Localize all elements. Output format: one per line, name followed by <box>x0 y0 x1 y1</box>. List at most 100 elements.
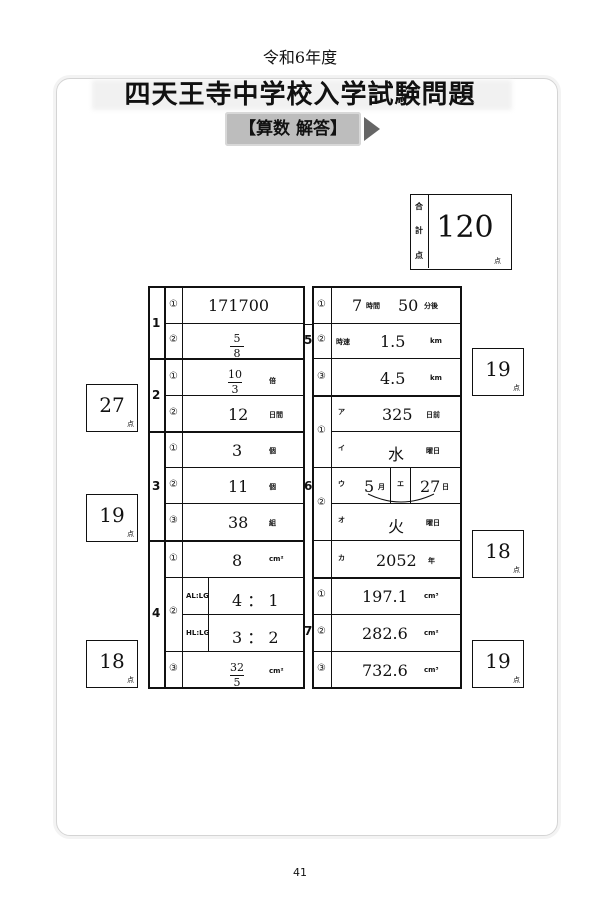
total-score-label: 合 計 点 <box>410 194 429 268</box>
answer-4-1: 8 <box>232 551 243 570</box>
total-label-char: 合 <box>415 201 423 211</box>
unit: cm³ <box>424 666 439 674</box>
numerator: 5 <box>233 332 241 345</box>
sub-number: ① <box>317 589 326 600</box>
question-number: 5 <box>304 333 313 347</box>
unit: 分後 <box>424 302 438 310</box>
denominator: 5 <box>233 676 241 689</box>
unit: km <box>430 337 442 345</box>
score-unit: 点 <box>513 384 520 392</box>
page-number: 41 <box>293 866 307 879</box>
score-unit: 点 <box>513 566 520 574</box>
unit: cm² <box>269 555 284 563</box>
sub-number: ③ <box>317 371 326 382</box>
unit: 個 <box>269 483 276 491</box>
unit: 日前 <box>426 411 440 419</box>
sub-number: ① <box>169 553 178 564</box>
answer-6-u: 5 <box>364 477 375 496</box>
unit: 年 <box>428 557 435 565</box>
answer-4-2-hl-lg: 3 ： 2 <box>232 628 279 647</box>
score-box-q1-2: 27 点 <box>86 384 138 432</box>
sub-label: エ <box>397 480 404 488</box>
answer-6-o: 火 <box>388 517 405 536</box>
score-box-q6: 18 点 <box>472 530 524 578</box>
page-frame <box>56 78 558 836</box>
sub-number: ③ <box>169 515 178 526</box>
score-value: 19 <box>99 503 125 527</box>
unit: km <box>430 374 442 382</box>
exam-year: 令和6年度 <box>262 48 338 67</box>
ratio-label: HL:LG <box>186 629 210 637</box>
answer-1-1: 171700 <box>208 296 270 315</box>
answer-7-2: 282.6 <box>362 624 408 643</box>
answer-4-2-al-lg: 4 ： 1 <box>232 591 279 610</box>
answer-5-1-minutes: 50 <box>398 296 419 315</box>
speed-label: 時速 <box>336 338 350 346</box>
score-box-q7: 19 点 <box>472 640 524 688</box>
score-value: 18 <box>485 539 511 563</box>
total-label-char: 点 <box>415 251 423 261</box>
total-score-value: 120 <box>436 210 494 245</box>
answer-7-3: 732.6 <box>362 661 408 680</box>
total-score-box <box>410 194 512 270</box>
question-number: 2 <box>152 388 161 402</box>
sub-number: ② <box>317 334 326 345</box>
score-unit: 点 <box>513 676 520 684</box>
answer-5-2: 1.5 <box>380 332 406 351</box>
unit: 時間 <box>366 302 380 310</box>
unit: 曜日 <box>426 519 440 527</box>
sub-number: ② <box>169 407 178 418</box>
total-score-unit: 点 <box>494 257 501 265</box>
arrow-right-icon <box>364 117 380 141</box>
answer-6-i: 水 <box>388 445 405 464</box>
ratio-label: AL:LG <box>186 592 209 600</box>
answer-6-a: 325 <box>382 405 413 424</box>
unit: 日間 <box>269 411 283 419</box>
sub-number: ① <box>169 443 178 454</box>
numerator: 10 <box>228 368 242 381</box>
sub-number: ① <box>169 371 178 382</box>
sub-number: ① <box>317 425 326 436</box>
sub-number: ③ <box>169 663 178 674</box>
sub-label: ア <box>338 408 345 416</box>
score-value: 19 <box>485 357 511 381</box>
page-title: 四天王寺中学校入学試験問題 <box>124 80 476 110</box>
score-box-q4: 18 点 <box>86 640 138 688</box>
unit: cm² <box>424 629 439 637</box>
question-number: 7 <box>304 624 313 638</box>
answer-5-3: 4.5 <box>380 369 406 388</box>
answer-5-1-hours: 7 <box>352 296 363 315</box>
sub-label: イ <box>338 444 345 452</box>
answer-3-2: 11 <box>228 477 249 496</box>
title-shadow <box>92 80 512 110</box>
question-number: 1 <box>152 316 161 330</box>
sub-label: オ <box>338 516 345 524</box>
total-label-char: 計 <box>415 226 423 236</box>
numerator: 32 <box>230 661 244 674</box>
unit: 日 <box>442 483 449 491</box>
answer-7-1: 197.1 <box>362 587 408 606</box>
score-unit: 点 <box>127 676 134 684</box>
unit: cm² <box>269 667 284 675</box>
denominator: 3 <box>231 383 239 396</box>
sub-number: ② <box>169 334 178 345</box>
score-unit: 点 <box>127 530 134 538</box>
answer-3-1: 3 <box>232 441 243 460</box>
unit: 月 <box>378 483 385 491</box>
question-number: 6 <box>304 479 313 493</box>
unit: 倍 <box>269 377 276 385</box>
unit: 組 <box>269 519 276 527</box>
denominator: 8 <box>233 347 241 360</box>
score-value: 18 <box>99 649 125 673</box>
sub-number: ③ <box>317 663 326 674</box>
bracket-arc <box>367 493 435 503</box>
question-number: 4 <box>152 606 161 620</box>
answer-2-2: 12 <box>228 405 249 424</box>
score-unit: 点 <box>127 420 134 428</box>
sub-number: ② <box>317 626 326 637</box>
sub-number: ② <box>317 497 326 508</box>
sub-number: ① <box>317 299 326 310</box>
